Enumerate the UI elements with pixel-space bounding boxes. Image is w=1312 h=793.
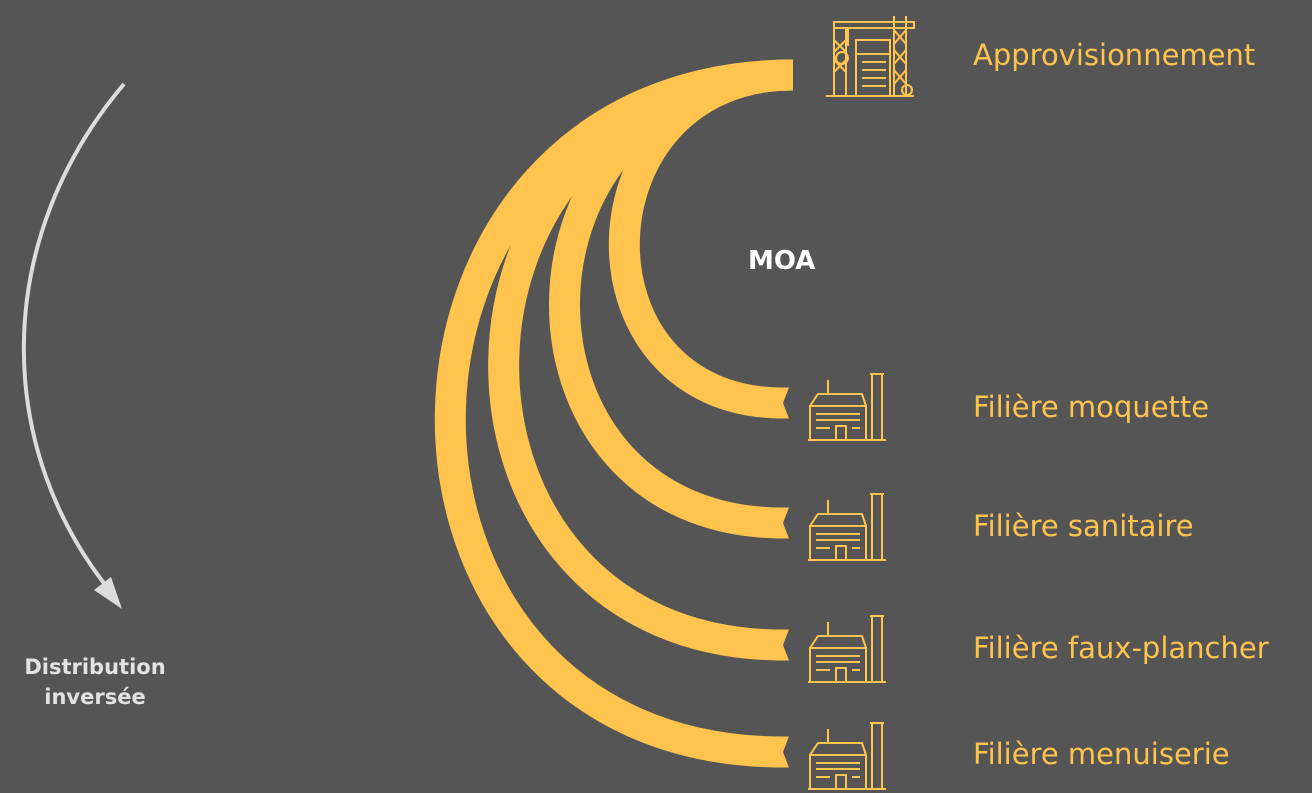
factory-icon bbox=[808, 493, 886, 561]
center-label: MOA bbox=[748, 246, 816, 276]
flow-arc-end-menuiserie bbox=[777, 736, 789, 768]
source-label: Approvisionnement bbox=[973, 38, 1256, 72]
factory-icon bbox=[808, 722, 886, 790]
flow-arcs bbox=[434, 59, 794, 768]
factory-icon bbox=[808, 373, 886, 441]
flow-arc-moquette bbox=[608, 59, 794, 419]
channel-label-sanitaire: Filière sanitaire bbox=[973, 509, 1194, 543]
cycle-label-line2: inversée bbox=[44, 685, 146, 709]
factory-icon bbox=[808, 615, 886, 683]
factory-icons bbox=[808, 373, 886, 790]
cycle-arrowhead bbox=[94, 577, 122, 609]
channel-label-faux-plancher: Filière faux-plancher bbox=[973, 631, 1269, 665]
cycle-label-line1: Distribution bbox=[24, 655, 166, 679]
cycle-label: Distribution inversée bbox=[0, 652, 190, 712]
channel-label-moquette: Filière moquette bbox=[973, 390, 1210, 424]
flow-arc-end-faux-plancher bbox=[777, 629, 789, 661]
flow-arc-end-sanitaire bbox=[777, 507, 789, 539]
cycle-arrow bbox=[21, 82, 126, 599]
channel-label-menuiserie: Filière menuiserie bbox=[973, 737, 1230, 771]
construction-crane-icon bbox=[826, 16, 915, 97]
flow-arc-end-moquette bbox=[777, 387, 789, 419]
